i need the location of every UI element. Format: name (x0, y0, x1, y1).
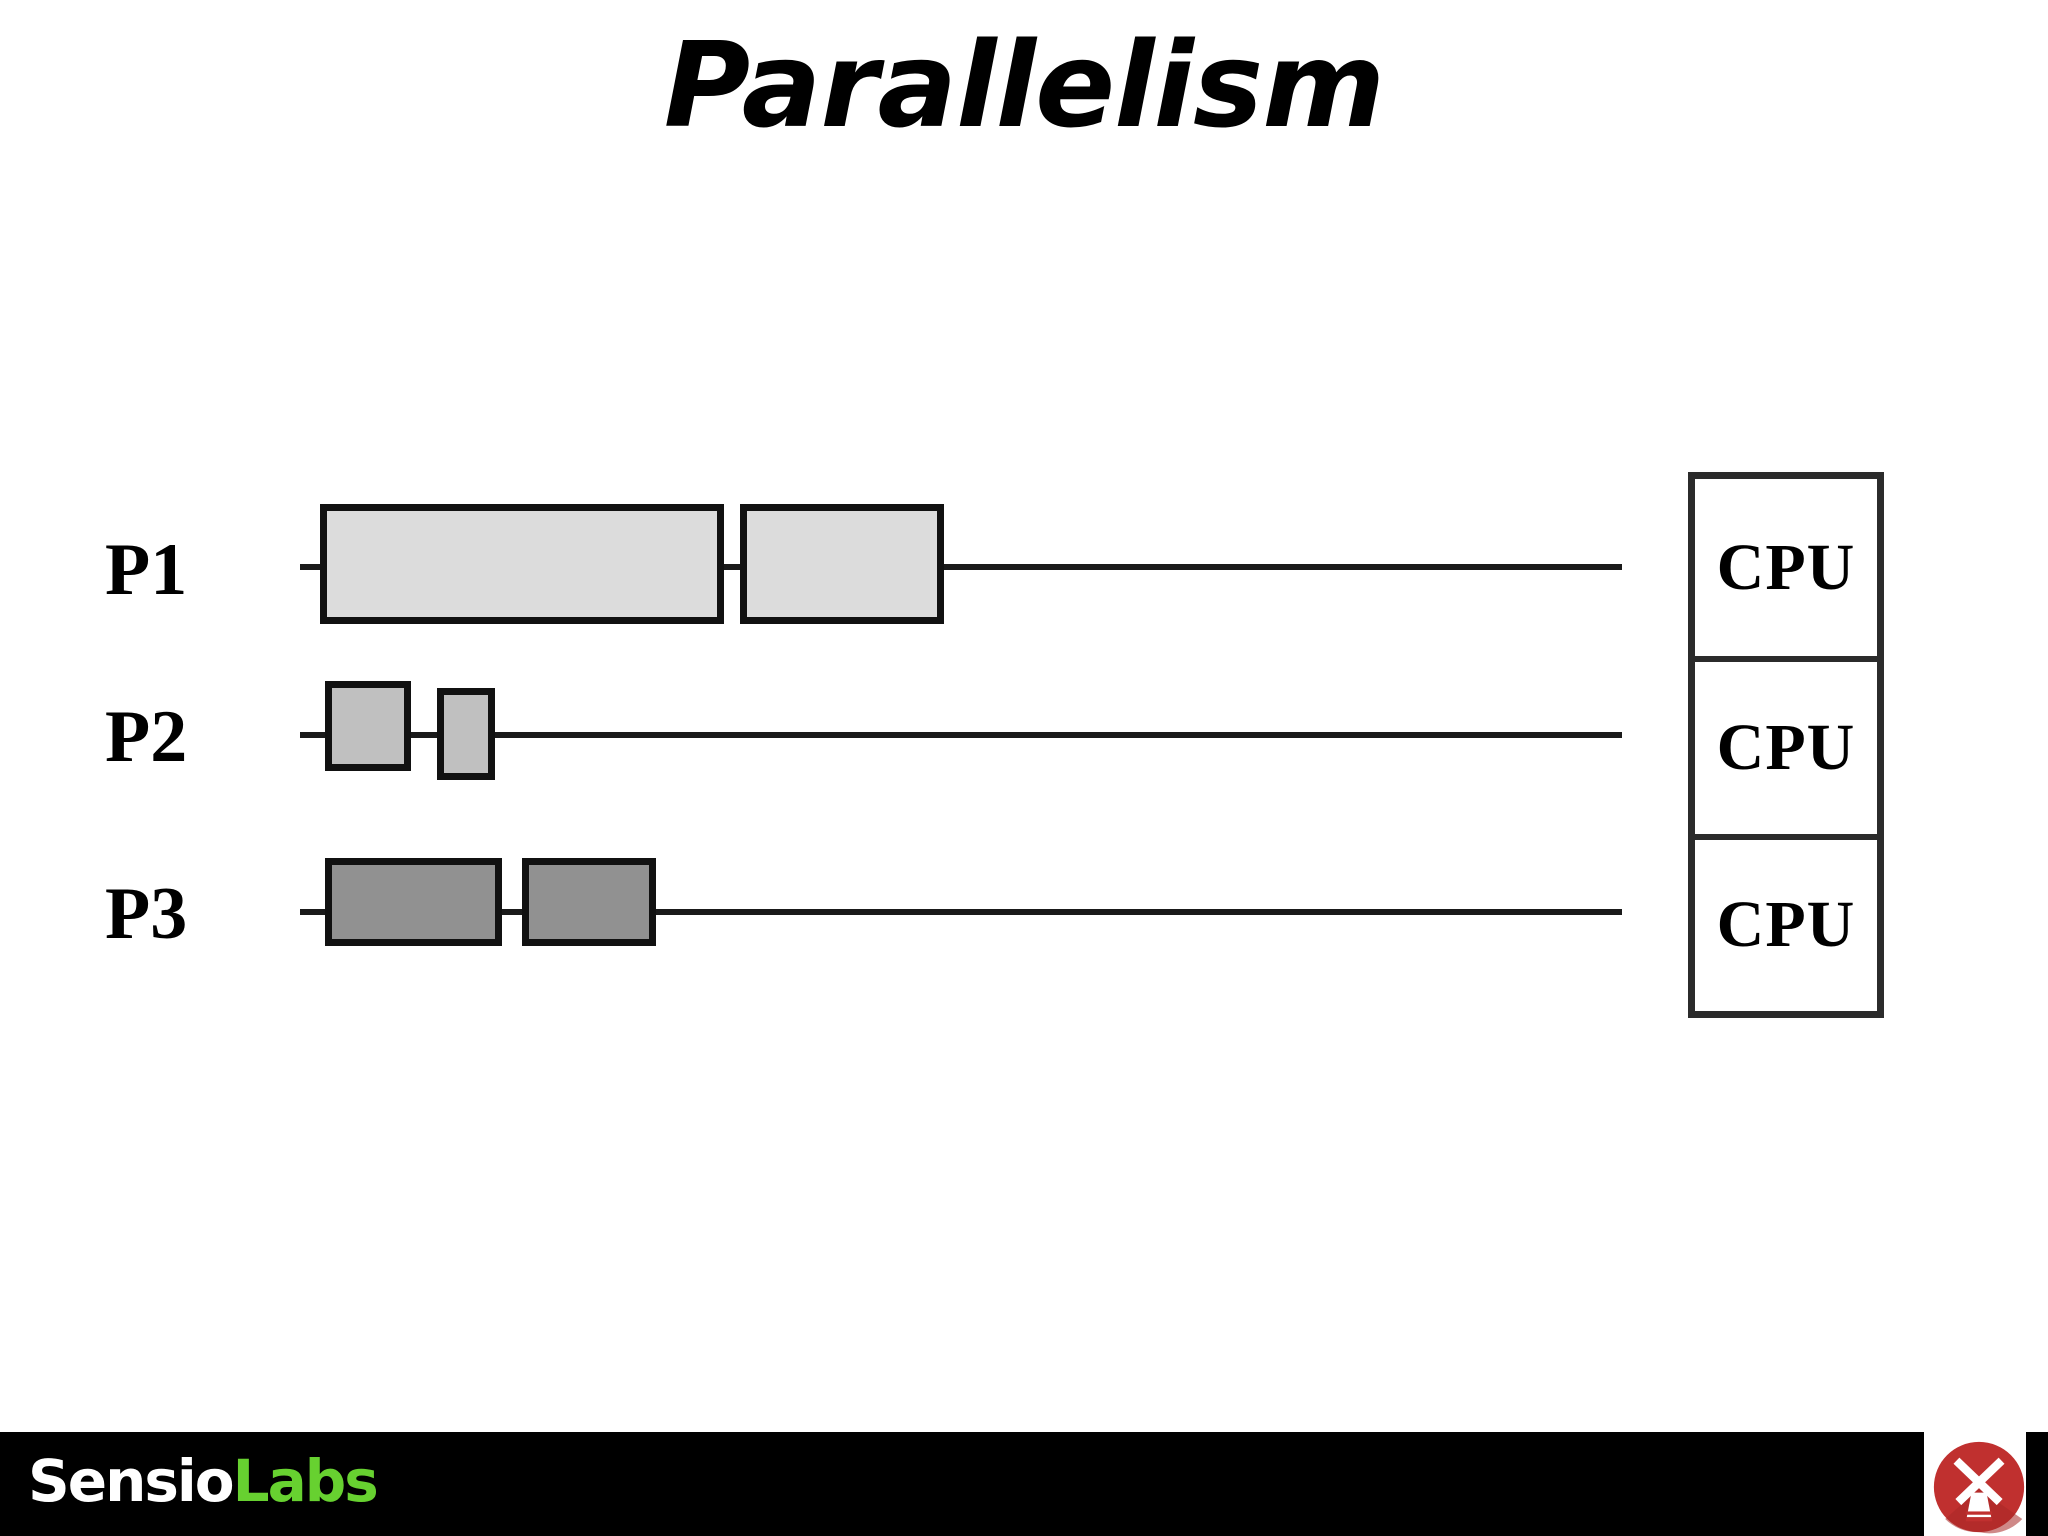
sensiolabs-logo: SensioLabs (28, 1452, 379, 1510)
cpu-cell-2-label: CPU (1716, 710, 1856, 784)
timeline-p3 (300, 909, 1622, 915)
cpu-cell-3[interactable]: CPU (1695, 833, 1877, 1011)
logo-part-labs: Labs (232, 1447, 379, 1515)
footer: SensioLabs (0, 1432, 2048, 1536)
windmill-icon (1933, 1441, 2025, 1534)
timeline-p1 (300, 564, 1622, 570)
burst-p3-1[interactable] (325, 858, 502, 946)
cpu-cell-2[interactable]: CPU (1695, 656, 1877, 834)
burst-p3-2[interactable] (522, 858, 656, 946)
burst-p1-1[interactable] (320, 504, 724, 624)
cpu-stack: CPU CPU CPU (1688, 472, 1884, 1018)
process-label-p1: P1 (105, 529, 188, 611)
burst-p2-2[interactable] (437, 688, 495, 780)
timeline-p2 (300, 732, 1622, 738)
process-label-p3: P3 (105, 873, 188, 955)
windmill-badge[interactable] (1932, 1440, 2026, 1534)
cpu-cell-3-label: CPU (1716, 888, 1856, 962)
logo-part-sensio: Sensio (28, 1447, 235, 1515)
footer-bar-right-segment (2026, 1432, 2048, 1536)
process-label-p2: P2 (105, 696, 188, 778)
cpu-cell-1-label: CPU (1716, 530, 1856, 604)
page-title: Parallelism (663, 16, 1385, 154)
cpu-cell-1[interactable]: CPU (1695, 479, 1877, 657)
burst-p1-2[interactable] (740, 504, 944, 624)
parallelism-diagram: P1 P2 P3 CPU CPU CPU (105, 472, 1884, 1018)
footer-bar (0, 1432, 1924, 1536)
burst-p2-1[interactable] (325, 681, 411, 771)
